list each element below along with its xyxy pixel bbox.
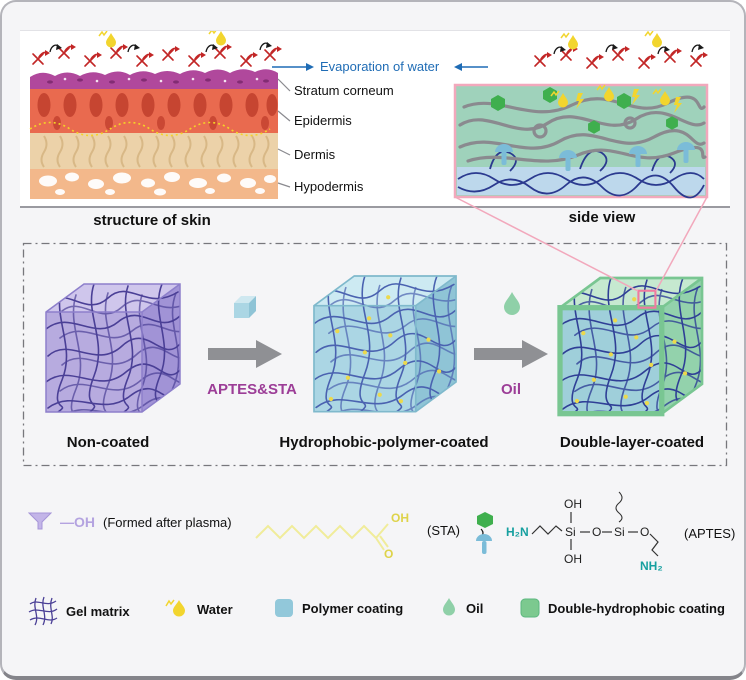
arrow1-label: APTES&STA: [207, 381, 297, 398]
aptes-si2-label: Si: [614, 525, 625, 539]
polymer-coating-icon: [275, 599, 293, 617]
gel-network-bottom: [457, 150, 705, 199]
aptes-nh2-label: NH₂: [640, 559, 663, 573]
corneum-flakes: [47, 78, 269, 84]
coating-process-diagram: APTES&STA Oil: [22, 242, 728, 467]
legend-aptes-structure: H₂N Si OH OH O Si O NH₂ (APTES): [472, 490, 735, 576]
sta-note: (STA): [427, 522, 460, 538]
oil-label: Oil: [466, 600, 484, 616]
evaporation-symbols-left: [32, 28, 283, 67]
epidermis-cells: [37, 93, 278, 130]
legend-water: Water: [165, 598, 233, 620]
cube2-label: Hydrophobic-polymer-coated: [279, 434, 488, 451]
gel-matrix-label: Gel matrix: [66, 603, 130, 619]
evaporation-label: Evaporation of water: [320, 59, 440, 74]
label-pointer-lines: [277, 78, 291, 188]
legend-sta-structure: OH O (STA): [254, 500, 460, 560]
legend-double-coating: Double-hydrophobic coating: [520, 598, 725, 618]
polymer-cube-icon: [234, 296, 256, 318]
fat-cells: [39, 172, 276, 196]
aptes-structure-art: H₂N Si OH OH O Si O NH₂: [506, 491, 663, 573]
evaporation-arrow-left-icon: [454, 63, 462, 71]
plasma-funnel-icon: [28, 512, 52, 530]
stratum-corneum-layer: [30, 69, 278, 89]
legend-plasma-oh: —OH (Formed after plasma): [28, 512, 232, 532]
corneum-dots: [63, 77, 259, 83]
skin-comparison-art: Stratum corneum Epidermis Dermis Hypoder…: [29, 28, 709, 199]
aptes-si1-label: Si: [565, 525, 576, 539]
aptes-anchor-icon: [476, 512, 493, 554]
evaporation-symbols-right: [534, 30, 709, 69]
process-arrow-2: [474, 340, 548, 368]
cube-non-coated: [45, 283, 181, 413]
gel-matrix-icon: [28, 596, 58, 626]
skin-cross-section: [29, 69, 278, 199]
aptes-oh-bottom-label: OH: [564, 552, 582, 566]
sta-o-label: O: [384, 547, 393, 560]
sta-structure-art: OH O: [255, 511, 409, 560]
aptes-oh-top-label: OH: [564, 497, 582, 511]
side-view-caption: side view: [568, 209, 636, 226]
aptes-o1-label: O: [592, 525, 601, 539]
arrow2-label: Oil: [501, 381, 521, 398]
stratum-corneum-label: Stratum corneum: [294, 83, 394, 98]
oh-group-label: —OH: [60, 514, 95, 530]
evaporation-arrow-right-icon: [306, 63, 314, 71]
legend-gel-matrix: Gel matrix: [28, 596, 130, 626]
plasma-note: (Formed after plasma): [103, 514, 232, 530]
dermis-striations: [40, 135, 270, 168]
hypodermis-label: Hypodermis: [294, 179, 364, 194]
polymer-network-strands: [458, 95, 707, 163]
evaporation-annotation: Evaporation of water: [272, 59, 488, 74]
aptes-h2n-label: H₂N: [506, 525, 529, 539]
polymer-coating-label: Polymer coating: [302, 600, 404, 616]
aptes-note: (APTES): [684, 525, 736, 541]
skin-caption: structure of skin: [93, 212, 211, 229]
zoom-source-square: [637, 289, 657, 309]
double-hydrophobic-icon: [520, 598, 540, 618]
side-view-panel: [453, 83, 709, 199]
water-drop-icon: [165, 599, 185, 617]
legend-polymer-coating: Polymer coating: [274, 598, 403, 618]
sta-oh-label: OH: [391, 511, 409, 525]
cube-double-layer: [557, 276, 704, 417]
double-coating-label: Double-hydrophobic coating: [548, 600, 725, 616]
epidermis-label: Epidermis: [294, 113, 352, 128]
oil-drop-icon: [443, 598, 455, 616]
dermis-label: Dermis: [294, 147, 336, 162]
process-box-border: [22, 242, 728, 467]
process-arrow-1: [208, 340, 282, 368]
cube1-label: Non-coated: [67, 434, 150, 451]
oil-drop-icon-small: [504, 292, 520, 315]
skin-comparison-panel: Stratum corneum Epidermis Dermis Hypoder…: [20, 28, 730, 208]
aptes-o2-label: O: [640, 525, 649, 539]
cube-polymer-coated: [313, 275, 457, 413]
legend-oil: Oil: [440, 597, 483, 619]
cube3-label: Double-layer-coated: [560, 434, 704, 451]
water-label: Water: [197, 601, 233, 617]
